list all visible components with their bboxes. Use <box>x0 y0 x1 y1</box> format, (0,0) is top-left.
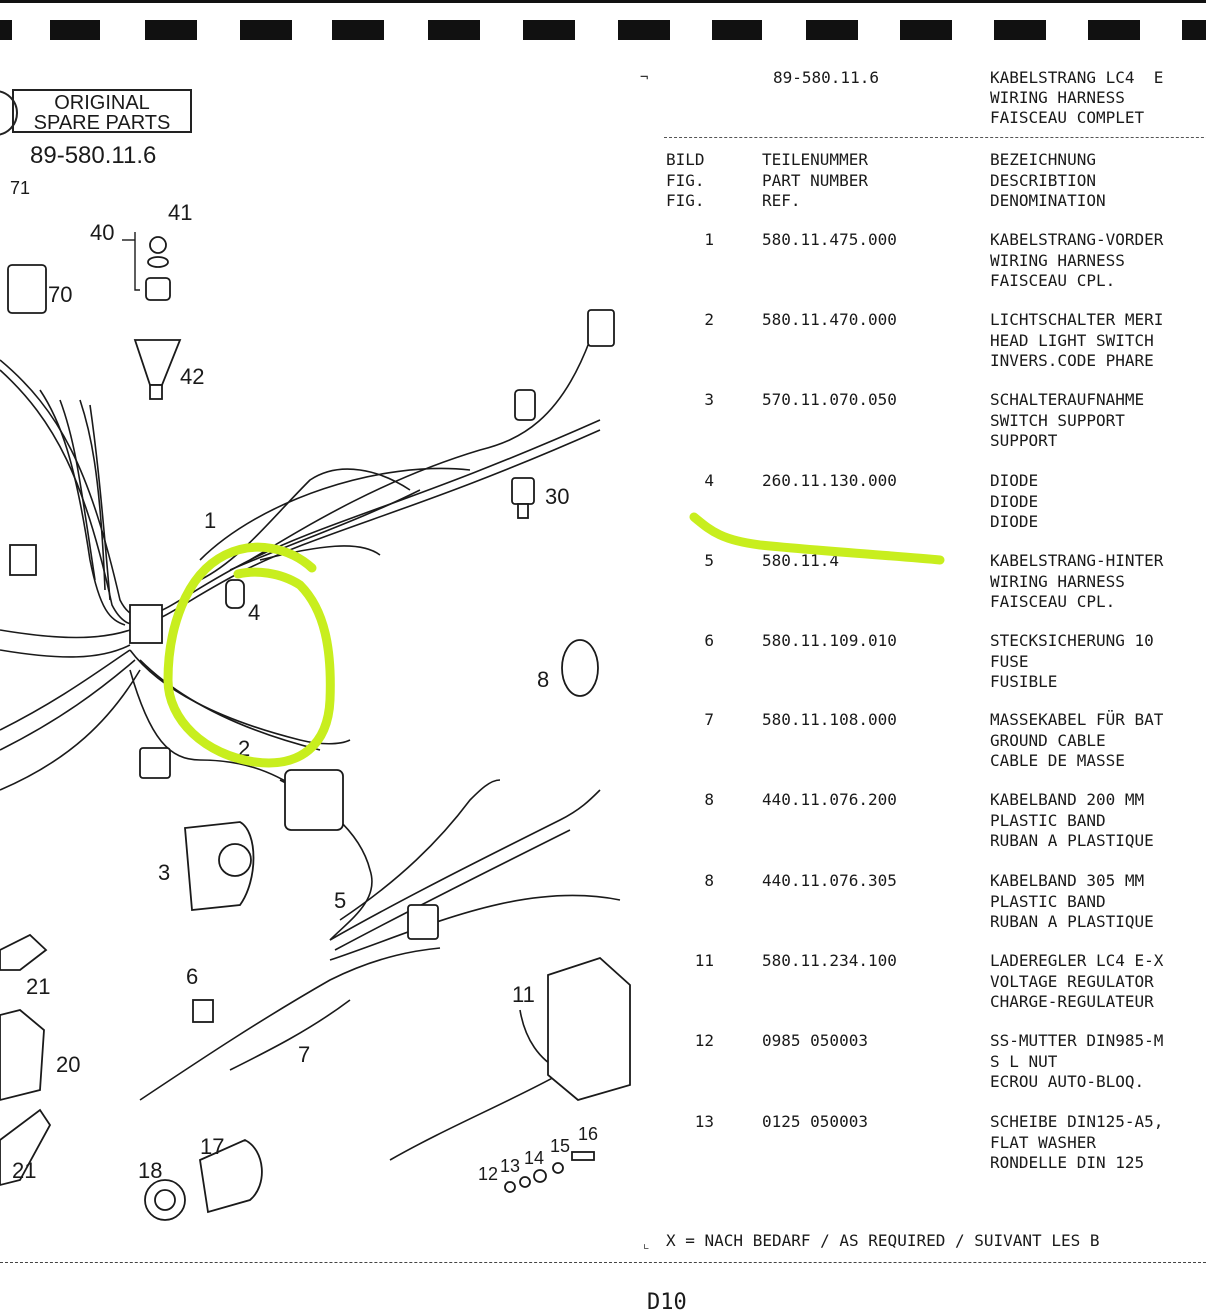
row-ref: 8 <box>704 871 714 890</box>
table-row: 3 570.11.070.050 SCHALTERAUFNAHME SWITCH… <box>0 390 1206 470</box>
row-description: SCHEIBE DIN125-A5, FLAT WASHER RONDELLE … <box>990 1112 1164 1172</box>
callout-21-lower: 21 <box>12 1158 37 1183</box>
callout-40: 40 <box>90 220 115 245</box>
row-ref: 4 <box>704 471 714 490</box>
row-description: KABELSTRANG-VORDER WIRING HARNESS FAISCE… <box>990 230 1164 290</box>
assembly-title: KABELSTRANG LC4 E WIRING HARNESS FAISCEA… <box>990 68 1164 127</box>
page-number: D10 <box>647 1290 687 1315</box>
table-row: 5 580.11.4 KABELSTRANG-HINTER WIRING HAR… <box>0 551 1206 631</box>
callout-1: 1 <box>204 508 217 533</box>
row-description: SS-MUTTER DIN985-M S L NUT ECROU AUTO-BL… <box>990 1031 1164 1091</box>
bottom-divider <box>0 1262 1206 1263</box>
table-row: 1 580.11.475.000 KABELSTRANG-VORDER WIRI… <box>0 230 1206 310</box>
callout-8: 8 <box>537 667 550 692</box>
row-ref: 6 <box>704 631 714 650</box>
row-description: DIODE DIODE DIODE <box>990 471 1039 531</box>
row-part-number: 580.11.109.010 <box>762 631 897 650</box>
row-ref: 11 <box>694 951 714 970</box>
row-ref: 13 <box>694 1112 714 1131</box>
column-header-description: BEZEICHNUNG DESCRIBTION DENOMINATION <box>990 150 1106 210</box>
callout-42: 42 <box>180 364 205 389</box>
row-part-number: 570.11.070.050 <box>762 390 897 409</box>
table-row: 8 440.11.076.200 KABELBAND 200 MM PLASTI… <box>0 790 1206 870</box>
row-ref: 2 <box>704 310 714 329</box>
callout-4: 4 <box>248 600 261 625</box>
row-description: KABELBAND 305 MM PLASTIC BAND RUBAN A PL… <box>990 871 1154 931</box>
table-row: 2 580.11.470.000 LICHTSCHALTER MERI HEAD… <box>0 310 1206 390</box>
callout-17: 17 <box>200 1134 225 1159</box>
header-divider <box>664 137 1206 138</box>
callout-11: 11 <box>512 982 535 1007</box>
row-description: KABELSTRANG-HINTER WIRING HARNESS FAISCE… <box>990 551 1164 611</box>
row-ref: 3 <box>704 390 714 409</box>
callout-12: 12 <box>478 1164 499 1184</box>
row-ref: 5 <box>704 551 714 570</box>
row-description: SCHALTERAUFNAHME SWITCH SUPPORT SUPPORT <box>990 390 1145 450</box>
document-number: 89-580.11.6 <box>30 142 157 169</box>
callout-5: 5 <box>334 888 347 913</box>
highlight-circle <box>163 542 335 768</box>
footnote: X = NACH BEDARF / AS REQUIRED / SUIVANT … <box>666 1231 1100 1250</box>
highlight-underline <box>689 512 945 565</box>
callout-16: 16 <box>578 1124 599 1144</box>
callout-7: 7 <box>298 1042 311 1067</box>
row-description: LICHTSCHALTER MERI HEAD LIGHT SWITCH INV… <box>990 310 1164 370</box>
row-part-number: 0985 050003 <box>762 1031 868 1050</box>
brand-line2: SPARE PARTS <box>33 112 171 134</box>
callout-20: 20 <box>56 1052 81 1077</box>
row-part-number: 580.11.475.000 <box>762 230 897 249</box>
row-ref: 8 <box>704 790 714 809</box>
row-part-number: 580.11.234.100 <box>762 951 897 970</box>
row-description: STECKSICHERUNG 10 FUSE FUSIBLE <box>990 631 1154 691</box>
row-description: MASSEKABEL FÜR BAT GROUND CABLE CABLE DE… <box>990 710 1164 770</box>
row-part-number: 260.11.130.000 <box>762 471 897 490</box>
row-part-number: 440.11.076.200 <box>762 790 897 809</box>
corner-mark-top: ¬ <box>640 70 649 86</box>
callout-21-upper: 21 <box>26 974 51 999</box>
row-part-number: 580.11.470.000 <box>762 310 897 329</box>
callout-71: 71 <box>10 178 31 198</box>
callout-14: 14 <box>524 1148 545 1168</box>
table-row: 7 580.11.108.000 MASSEKABEL FÜR BAT GROU… <box>0 710 1206 790</box>
callout-15: 15 <box>550 1136 571 1156</box>
callout-70: 70 <box>48 282 73 307</box>
row-part-number: 440.11.076.305 <box>762 871 897 890</box>
table-row: 8 440.11.076.305 KABELBAND 305 MM PLASTI… <box>0 871 1206 951</box>
callout-3: 3 <box>158 860 171 885</box>
row-ref: 7 <box>704 710 714 729</box>
wiring-harness-diagram <box>0 232 631 1221</box>
row-part-number: 0125 050003 <box>762 1112 868 1131</box>
callout-41: 41 <box>168 200 193 225</box>
callout-13: 13 <box>500 1156 521 1176</box>
row-description: KABELBAND 200 MM PLASTIC BAND RUBAN A PL… <box>990 790 1154 850</box>
corner-mark-bottom: ⌞ <box>642 1236 651 1252</box>
table-row: 11 580.11.234.100 LADEREGLER LC4 E-X VOL… <box>0 951 1206 1031</box>
callout-18: 18 <box>138 1158 163 1183</box>
table-row: 13 0125 050003 SCHEIBE DIN125-A5, FLAT W… <box>0 1112 1206 1192</box>
row-part-number: 580.11.4 <box>762 551 840 570</box>
callout-6: 6 <box>186 964 199 989</box>
table-row: 6 580.11.109.010 STECKSICHERUNG 10 FUSE … <box>0 631 1206 711</box>
page-top-border <box>0 0 1206 3</box>
brand-line1: ORIGINAL <box>54 92 150 114</box>
table-row: 12 0985 050003 SS-MUTTER DIN985-M S L NU… <box>0 1031 1206 1111</box>
row-ref: 12 <box>694 1031 714 1050</box>
row-part-number: 580.11.108.000 <box>762 710 897 729</box>
assembly-part-number: 89-580.11.6 <box>773 68 879 87</box>
column-header-ref: BILD FIG. FIG. <box>666 150 705 210</box>
column-header-part-number: TEILENUMMER PART NUMBER REF. <box>762 150 868 210</box>
row-ref: 1 <box>704 230 714 249</box>
row-description: LADEREGLER LC4 E-X VOLTAGE REGULATOR CHA… <box>990 951 1164 1011</box>
brand-logo: ORIGINAL SPARE PARTS <box>12 89 192 133</box>
table-row: 4 260.11.130.000 DIODE DIODE DIODE <box>0 471 1206 551</box>
callout-30: 30 <box>545 484 570 509</box>
